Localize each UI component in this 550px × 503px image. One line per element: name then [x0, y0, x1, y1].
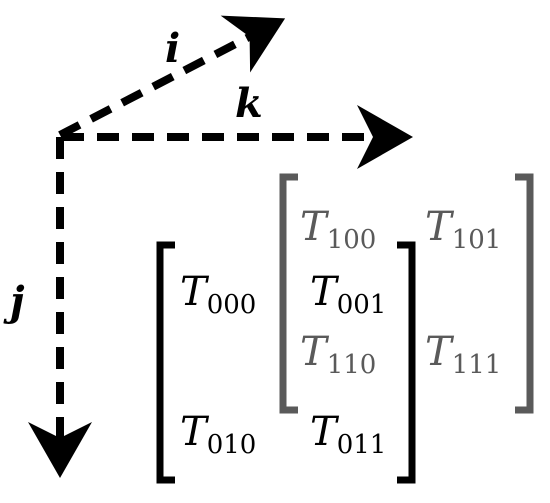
- k-axis-label: k: [235, 80, 263, 127]
- entry-t111: T111: [425, 329, 501, 380]
- back-layer-brackets: [279, 173, 534, 414]
- axes-group: i k j: [3, 15, 413, 478]
- entry-t110: T110: [300, 329, 376, 380]
- i-axis-label: i: [165, 25, 180, 72]
- back-layer-entries: T100 T101 T110 T111: [300, 204, 501, 380]
- front-layer-entries: T000 T001 T010 T011: [180, 269, 386, 460]
- front-left-bracket: [156, 241, 175, 484]
- entry-t101: T101: [425, 204, 501, 255]
- entry-t100: T100: [300, 204, 376, 255]
- i-axis-arrow: [58, 15, 286, 139]
- j-axis-label: j: [3, 278, 25, 325]
- entry-t011: T011: [310, 409, 386, 460]
- back-left-bracket: [279, 173, 298, 414]
- entry-t010: T010: [180, 409, 256, 460]
- front-right-bracket: [397, 241, 416, 484]
- entry-t000: T000: [180, 269, 256, 320]
- entry-t001: T001: [310, 269, 386, 320]
- back-right-bracket: [515, 173, 534, 414]
- front-layer-brackets: [156, 241, 416, 484]
